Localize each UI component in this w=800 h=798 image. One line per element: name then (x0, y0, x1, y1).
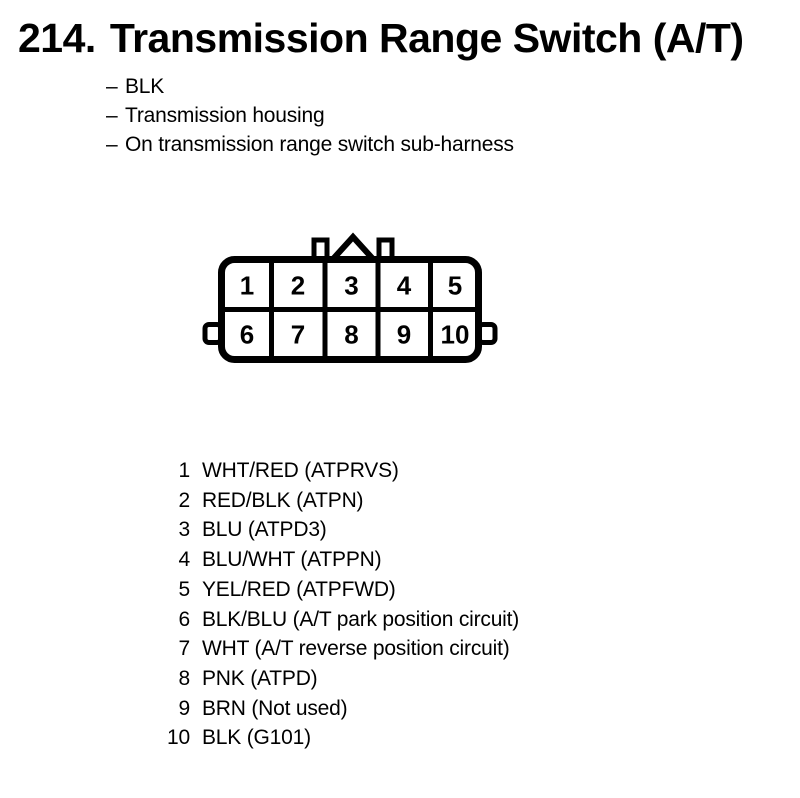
cavity-number-10: 10 (441, 320, 470, 350)
bullet-list: – BLK – Transmission housing – On transm… (106, 72, 514, 159)
pin-row: 3 BLU (ATPD3) (147, 515, 519, 545)
pin-number: 7 (178, 637, 191, 661)
bullet-location: – Transmission housing (106, 101, 514, 130)
dash-glyph: – (106, 133, 118, 156)
pin-row: 6 BLK/BLU (A/T park position circuit) (147, 605, 520, 635)
pin-description: BLK (G101) (202, 726, 311, 750)
cavity-number-3: 3 (344, 271, 358, 301)
cavity-number-2: 2 (291, 271, 305, 301)
bullet-wire-color: – BLK (106, 72, 514, 101)
cavity-number-8: 8 (344, 320, 358, 350)
pin-row: 10 BLK (G101) (147, 723, 519, 753)
bullet-text: Transmission housing (125, 104, 325, 127)
item-number: 214. (18, 15, 96, 61)
cavity-number-1: 1 (240, 271, 254, 301)
pin-row: 9 BRN (Not used) (147, 694, 519, 724)
pin-list: 1 WHT/RED (ATPRVS) 2 RED/BLK (ATPN) 3 BL… (147, 456, 519, 753)
pin-description: PNK (ATPD) (202, 666, 318, 690)
bullet-text: BLK (125, 75, 165, 98)
pin-number: 4 (178, 548, 191, 572)
cavity-number-6: 6 (240, 320, 254, 350)
pin-row: 5 YEL/RED (ATPFWD) (147, 575, 519, 605)
pin-description: BLU (ATPD3) (202, 518, 327, 542)
connector-cavity-grid (221, 259, 479, 360)
pin-description: BLU/WHT (ATPPN) (202, 548, 382, 572)
pin-number: 3 (178, 518, 191, 542)
cavity-number-9: 9 (397, 320, 411, 350)
pin-description: BRN (Not used) (202, 696, 348, 720)
pin-row: 1 WHT/RED (ATPRVS) (147, 456, 519, 486)
pin-number: 2 (178, 488, 191, 512)
pin-number: 9 (178, 696, 191, 720)
bullet-harness: – On transmission range switch sub-harne… (106, 130, 514, 159)
pin-number: 1 (178, 459, 191, 482)
pin-description: WHT/RED (ATPRVS) (202, 459, 399, 482)
pin-description: WHT (A/T reverse position circuit) (202, 637, 510, 661)
cavity-number-7: 7 (291, 320, 305, 350)
dash-glyph: – (106, 104, 118, 127)
pin-row: 8 PNK (ATPD) (147, 664, 519, 694)
pin-row: 4 BLU/WHT (ATPPN) (147, 545, 519, 575)
cavity-number-5: 5 (448, 271, 462, 301)
dash-glyph: – (106, 75, 118, 98)
pin-row: 2 RED/BLK (ATPN) (147, 486, 519, 516)
connector-diagram: 1 2 3 4 5 6 7 8 9 10 (202, 232, 498, 363)
page-title: 214. Transmission Range Switch (A/T) (18, 18, 744, 59)
pin-description: RED/BLK (ATPN) (202, 488, 364, 512)
title-text: Transmission Range Switch (A/T) (109, 15, 744, 61)
pin-description: BLK/BLU (A/T park position circuit) (202, 607, 520, 631)
pin-number: 5 (178, 577, 191, 601)
pin-description: YEL/RED (ATPFWD) (202, 577, 396, 601)
pin-row: 7 WHT (A/T reverse position circuit) (147, 634, 519, 664)
cavity-number-4: 4 (397, 271, 412, 301)
bullet-text: On transmission range switch sub-harness (125, 133, 514, 156)
connector-latch-chevron (330, 232, 376, 262)
pin-number: 10 (167, 726, 190, 750)
pin-number: 6 (178, 607, 191, 631)
pin-number: 8 (178, 666, 191, 690)
